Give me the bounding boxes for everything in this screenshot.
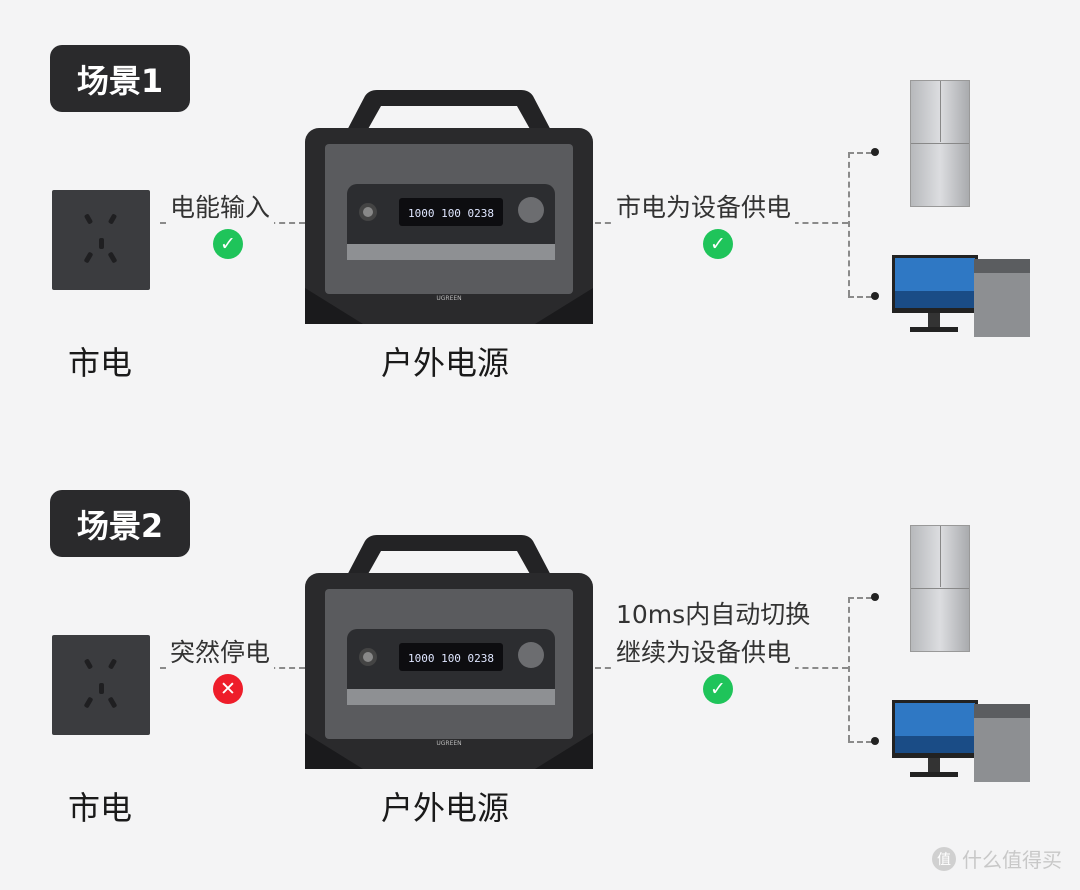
branch-bottom <box>848 741 872 743</box>
svg-text:UGREEN: UGREEN <box>436 740 461 747</box>
scene-badge: 场景1 <box>50 45 190 112</box>
wall-socket-icon <box>52 190 150 290</box>
source-label: 市电 <box>67 344 132 382</box>
scene-panel: 场景1 市电 电能输入 ✓ 1000 100 0238 UGREEN 户外电源 … <box>50 45 1030 382</box>
output-check-icon: ✓ <box>703 229 733 259</box>
connector-dot <box>871 737 879 745</box>
connector-dot <box>871 593 879 601</box>
refrigerator-image <box>910 80 970 207</box>
connector-dot <box>871 148 879 156</box>
branch-line <box>848 597 850 741</box>
source-label: 市电 <box>67 789 132 827</box>
branch-line <box>848 152 850 296</box>
input-cross-icon: ✕ <box>213 674 243 704</box>
desktop-computer-image <box>892 255 1030 337</box>
scene-badge: 场景2 <box>50 490 190 557</box>
branch-top <box>848 152 872 154</box>
input-check-icon: ✓ <box>213 229 243 259</box>
watermark-text: 什么值得买 <box>962 848 1062 872</box>
branch-top <box>848 597 872 599</box>
svg-text:UGREEN: UGREEN <box>436 295 461 302</box>
input-text: 电能输入 <box>166 188 275 224</box>
watermark-logo-icon: 值 <box>932 846 956 871</box>
wall-socket-icon <box>52 635 150 735</box>
station-label: 户外电源 <box>380 789 509 827</box>
output-text-line-1: 10ms内自动切换 <box>612 595 815 631</box>
svg-text:1000 100 0238: 1000 100 0238 <box>408 652 494 665</box>
scene-panel: 场景2 市电 突然停电 ✕ 1000 100 0238 UGREEN 户外电源 … <box>0 445 1080 890</box>
watermark: 值 什么值得买 <box>932 844 1062 873</box>
refrigerator-image <box>910 525 970 652</box>
output-text-line-2: 继续为设备供电 <box>612 633 796 669</box>
output-text-line-1: 市电为设备供电 <box>612 188 796 224</box>
connector-dot <box>871 292 879 300</box>
desktop-computer-image <box>892 700 1030 782</box>
svg-text:1000 100 0238: 1000 100 0238 <box>408 207 494 220</box>
branch-bottom <box>848 296 872 298</box>
power-station-image: 1000 100 0238 UGREEN <box>305 535 593 769</box>
output-check-icon: ✓ <box>703 674 733 704</box>
input-text: 突然停电 <box>166 633 275 669</box>
station-label: 户外电源 <box>380 344 509 382</box>
power-station-image: 1000 100 0238 UGREEN <box>305 90 593 324</box>
